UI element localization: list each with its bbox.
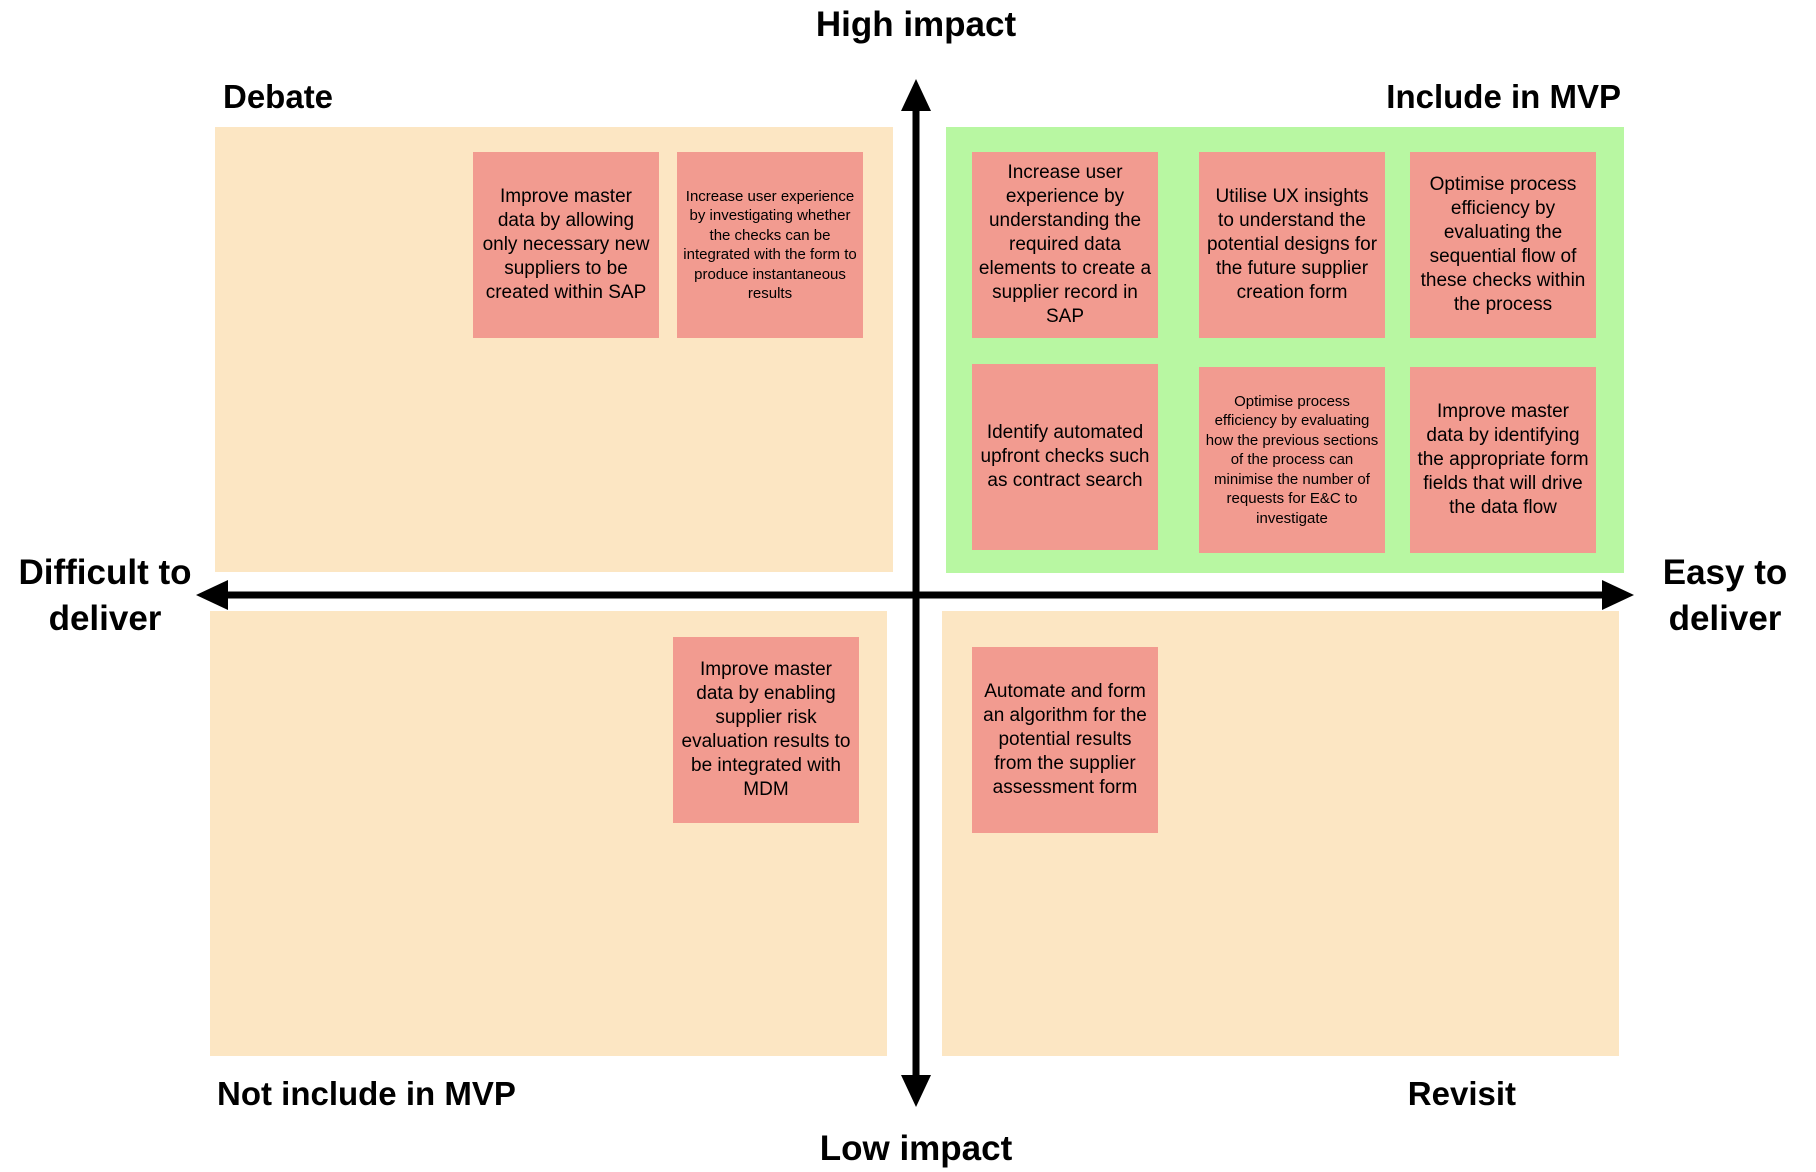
arrow-up-icon	[901, 79, 931, 111]
sticky-note[interactable]: Increase user experience by understandin…	[972, 152, 1158, 338]
arrow-right-icon	[1602, 580, 1634, 610]
arrow-down-icon	[901, 1075, 931, 1107]
sticky-note[interactable]: Improve master data by enabling supplier…	[673, 637, 859, 823]
sticky-note[interactable]: Increase user experience by investigatin…	[677, 152, 863, 338]
sticky-note[interactable]: Automate and form an algorithm for the p…	[972, 647, 1158, 833]
axis-label-easy: Easy to deliver	[1662, 553, 1788, 638]
sticky-note[interactable]: Improve master data by allowing only nec…	[473, 152, 659, 338]
sticky-note[interactable]: Improve master data by identifying the a…	[1410, 367, 1596, 553]
sticky-note[interactable]: Identify automated upfront checks such a…	[972, 364, 1158, 550]
sticky-note[interactable]: Utilise UX insights to understand the po…	[1199, 152, 1385, 338]
quadrant-label-debate: Debate	[223, 78, 334, 115]
arrow-left-icon	[196, 580, 228, 610]
axis-label-difficult: Difficult to deliver	[18, 553, 192, 638]
axis-label-low-impact: Low impact	[819, 1129, 1013, 1168]
axis-label-high-impact: High impact	[815, 5, 1017, 44]
quadrant-label-not-include: Not include in MVP	[217, 1075, 516, 1112]
sticky-note[interactable]: Optimise process efficiency by evaluatin…	[1410, 152, 1596, 338]
quadrant-label-revisit: Revisit	[1407, 1075, 1516, 1112]
quadrant-label-include: Include in MVP	[1386, 78, 1621, 115]
sticky-note[interactable]: Optimise process efficiency by evaluatin…	[1199, 367, 1385, 553]
